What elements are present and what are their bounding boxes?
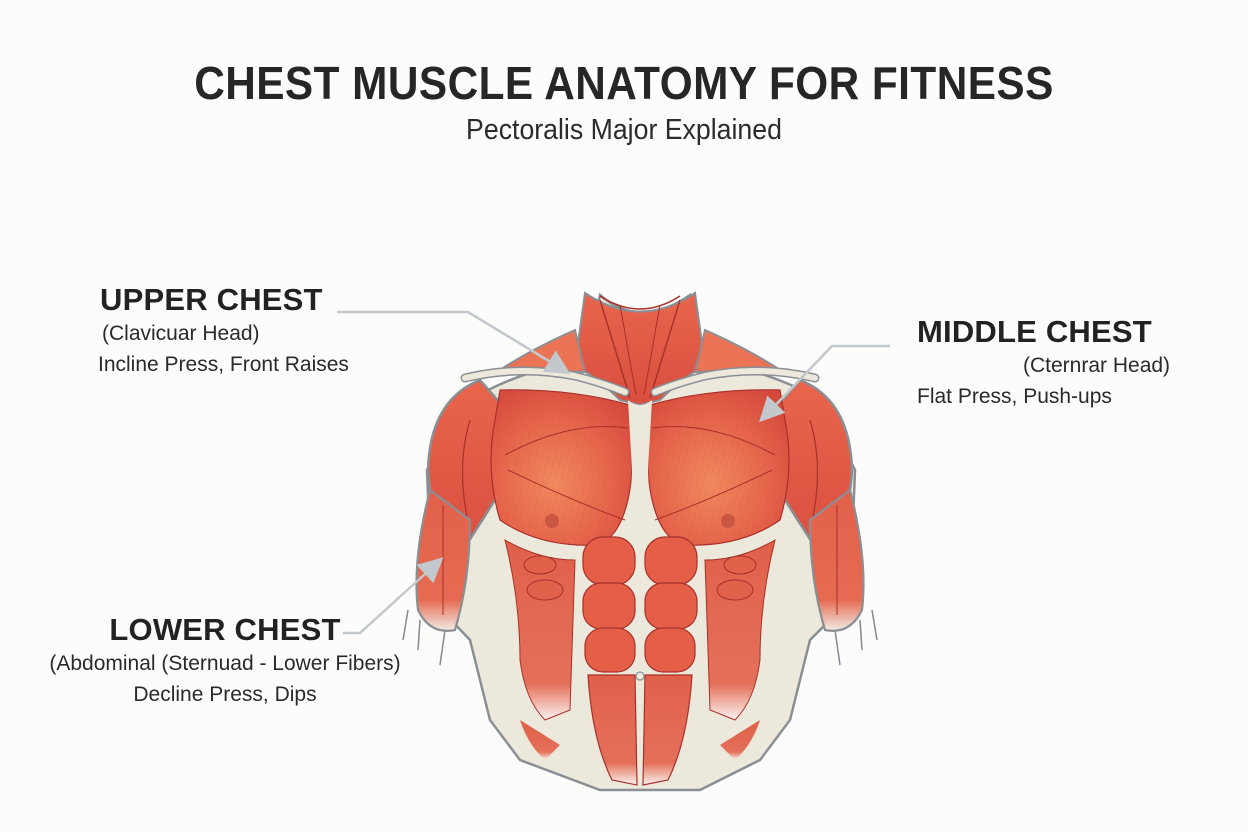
upper-chest-head-name: (Clavicuar Head) xyxy=(102,322,260,345)
middle-chest-exercises: Flat Press, Push-ups xyxy=(917,385,1112,408)
lower-chest-exercises: Decline Press, Dips xyxy=(133,683,317,706)
middle-chest-head-name: (Cternrar Head) xyxy=(1023,354,1171,377)
callout-arrows xyxy=(337,310,890,635)
clavicles xyxy=(460,366,820,397)
middle-chest-arrow xyxy=(759,344,890,423)
sternum xyxy=(628,400,652,535)
lower-chest-arrow xyxy=(343,557,444,635)
middle-chest-heading: MIDDLE CHEST xyxy=(917,314,1152,349)
lower-chest-heading: LOWER CHEST xyxy=(109,612,341,647)
pectoralis-major xyxy=(490,389,790,546)
page-subtitle: Pectoralis Major Explained xyxy=(466,114,782,146)
lower-chest-label: LOWER CHEST (Abdominal (Sternuad - Lower… xyxy=(30,612,420,707)
upper-chest-label: UPPER CHEST (Clavicuar Head) Incline Pre… xyxy=(98,282,349,377)
rectus-abdominis xyxy=(582,536,698,786)
upper-chest-exercises: Incline Press, Front Raises xyxy=(98,353,349,376)
lower-chest-head-name: (Abdominal (Sternuad - Lower Fibers) xyxy=(49,652,401,675)
page-title: CHEST MUSCLE ANATOMY FOR FITNESS xyxy=(194,57,1054,109)
upper-chest-arrow xyxy=(337,310,571,375)
nipple-right xyxy=(721,514,735,528)
nipple-left xyxy=(545,514,559,528)
serratus-obliques xyxy=(504,538,776,760)
upper-chest-heading: UPPER CHEST xyxy=(100,282,323,317)
middle-chest-label: MIDDLE CHEST (Cternrar Head) Flat Press,… xyxy=(917,314,1170,409)
